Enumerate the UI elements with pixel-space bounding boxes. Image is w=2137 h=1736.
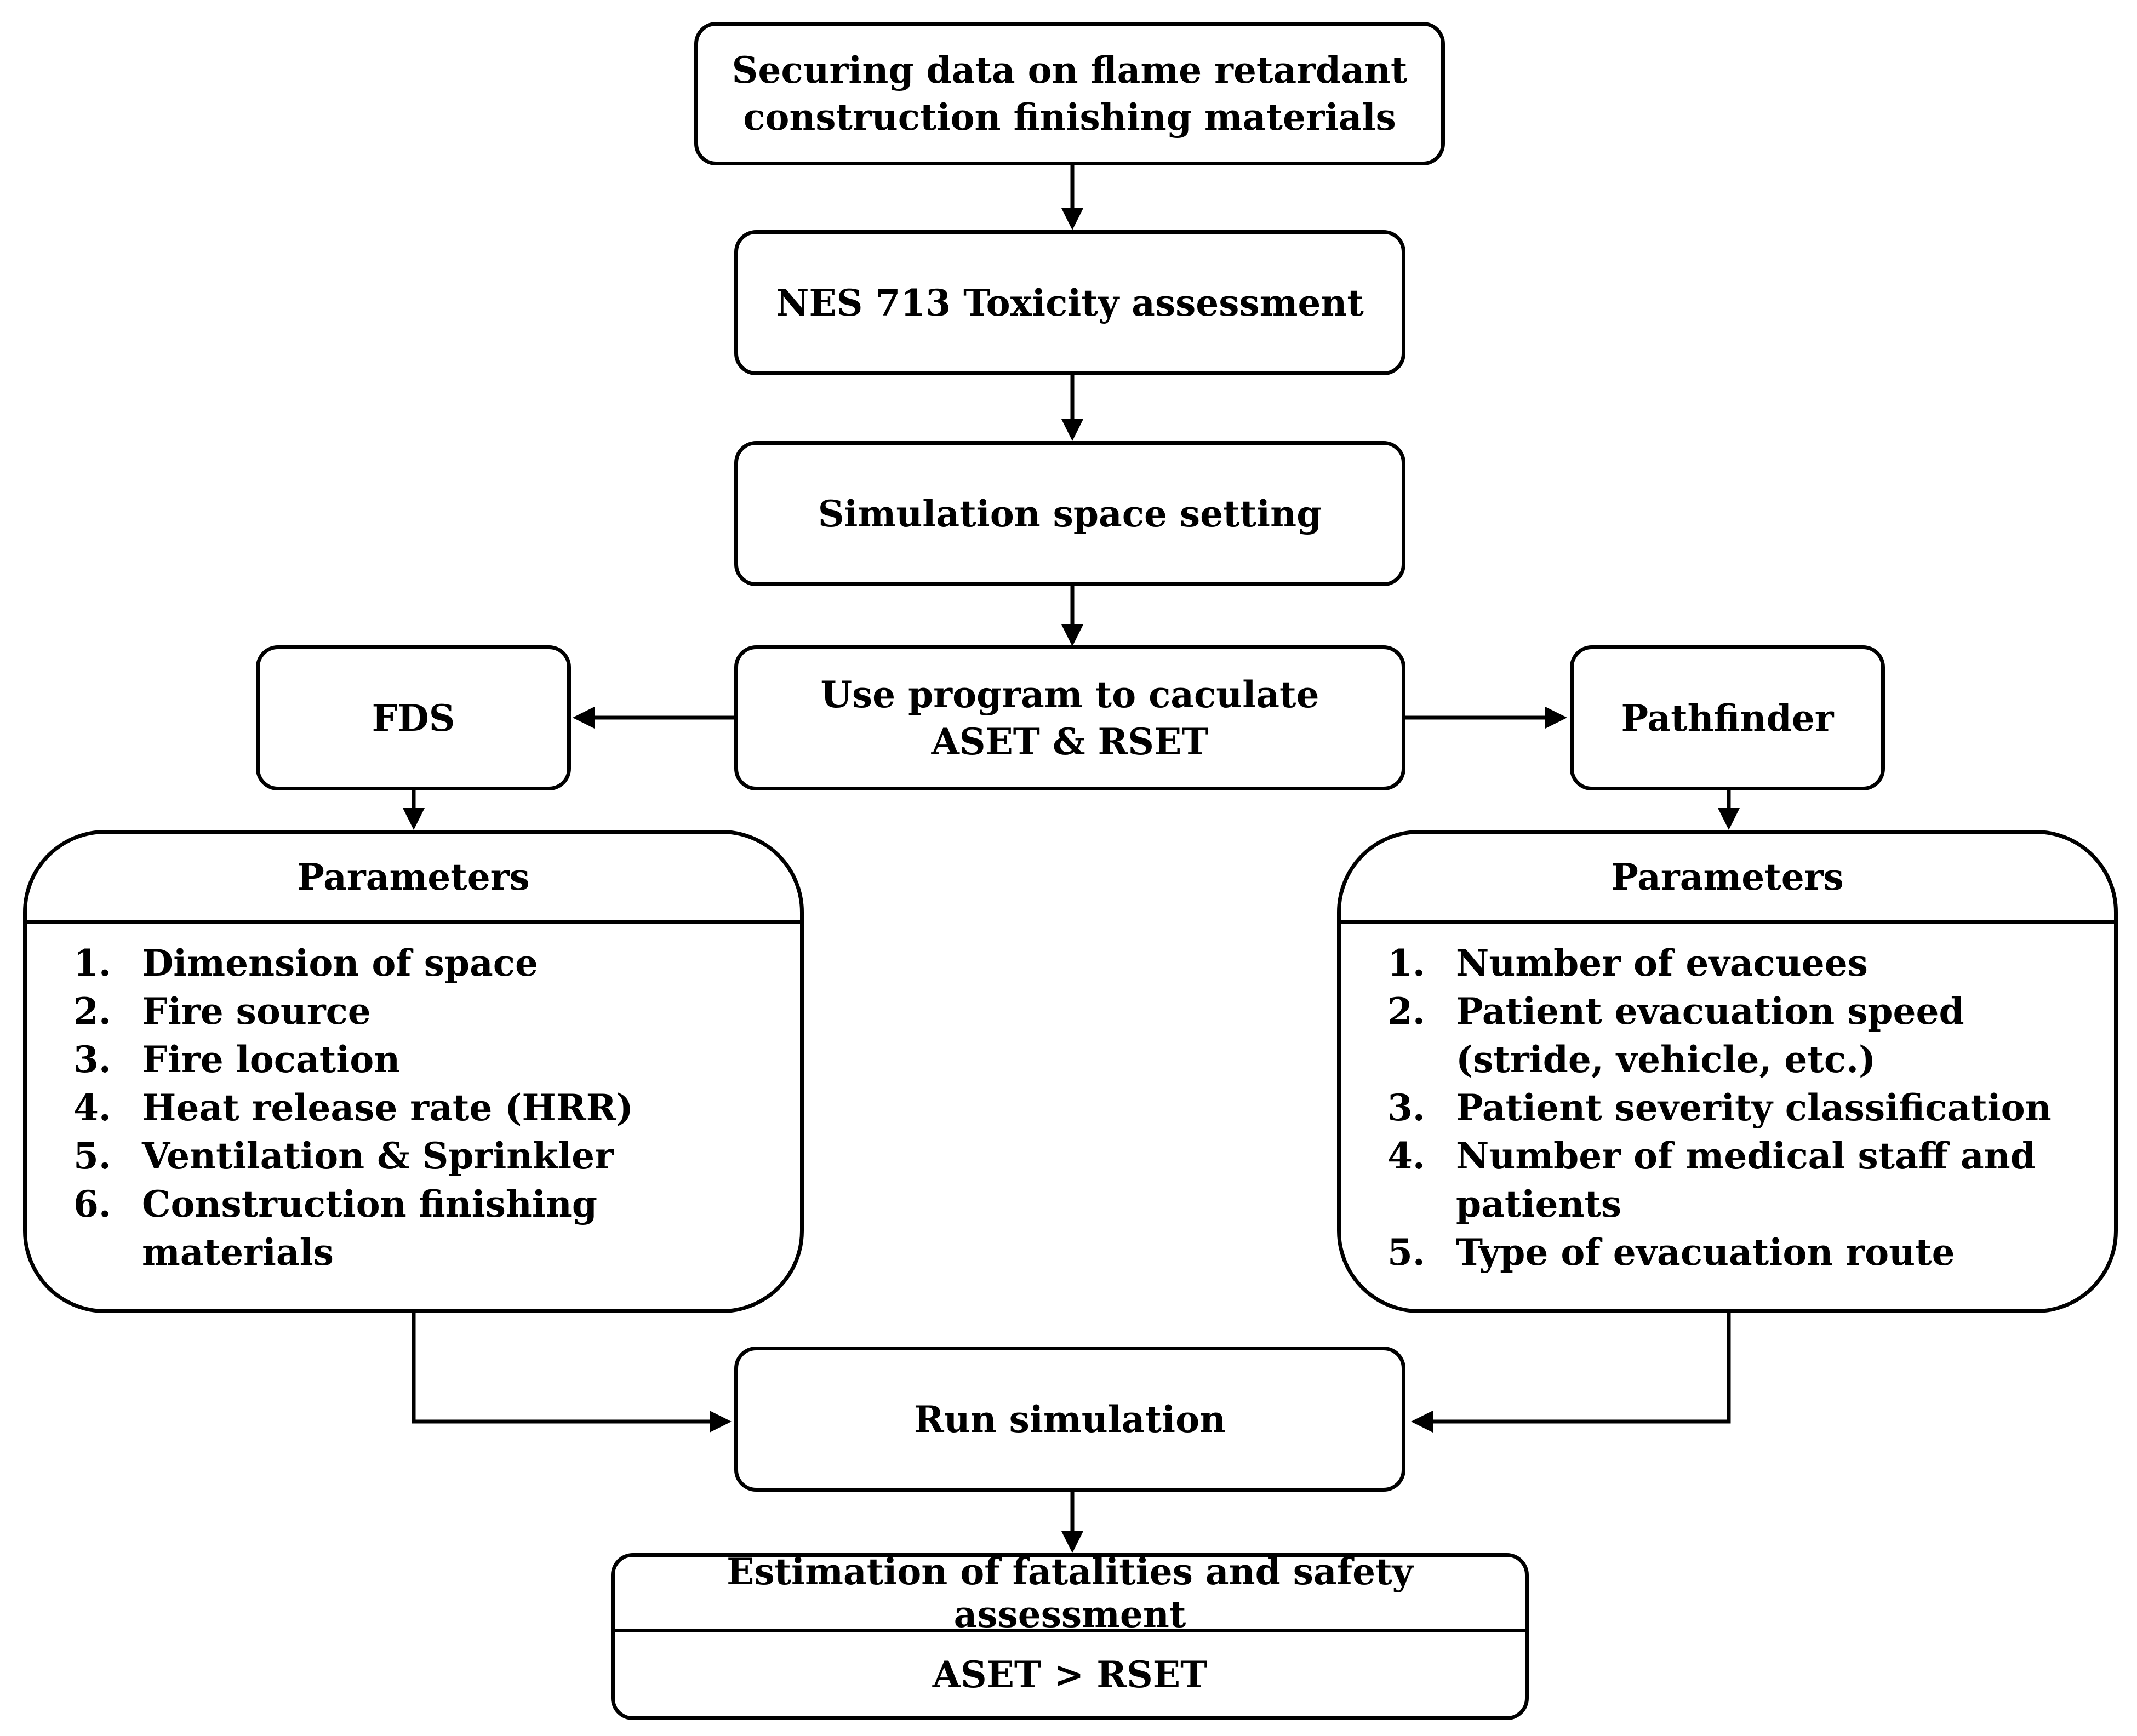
arrowhead-program [1061,624,1083,646]
list-item: 3.Fire location [73,1038,401,1081]
list-item: 6.Construction finishing materials [73,1183,598,1274]
pathfinder-parameters-box: Parameters 1.Number of evacuees 2.Patien… [1337,830,2118,1313]
arrowhead-estimation [1061,1531,1083,1553]
arrowhead-path-params [1718,808,1740,830]
use-program-line2: ASET & RSET [931,720,1209,763]
pathfinder-label: Pathfinder [1621,696,1834,740]
securing-data-box: Securing data on flame retardant constru… [694,22,1445,165]
arrow-fds-params-to-run [412,1312,712,1424]
arrowhead-fds [573,707,595,729]
list-item: 1.Number of evacuees [1387,942,1868,984]
list-item: 4.Heat release rate (HRR) [73,1086,633,1129]
use-program-line1: Use program to caculate [820,673,1319,716]
criterion-label: ASET > RSET [932,1653,1208,1696]
list-item: 5.Ventilation & Sprinkler [73,1135,614,1177]
simulation-space-box: Simulation space setting [734,441,1405,586]
arrowhead-pathfinder [1545,707,1567,729]
arrowhead-space [1061,419,1083,441]
list-item: 4.Number of medical staff and patients [1387,1135,2036,1225]
list-item: 2.Fire source [73,990,371,1033]
securing-data-label: Securing data on flame retardant constru… [732,49,1408,139]
pathfinder-box: Pathfinder [1570,645,1885,790]
estimation-label: Estimation of fatalities and safety asse… [615,1550,1525,1636]
fds-label: FDS [372,696,455,740]
arrowheads [403,208,1740,1553]
list-item: 5.Type of evacuation route [1387,1231,1955,1274]
arrowhead-fds-params [403,808,425,830]
simulation-space-label: Simulation space setting [818,492,1322,535]
fds-parameters-title: Parameters [27,834,800,924]
fds-box: FDS [256,645,571,790]
pathfinder-parameters-title: Parameters [1341,834,2114,924]
nes713-box: NES 713 Toxicity assessment [734,230,1405,375]
estimation-box: Estimation of fatalities and safety asse… [611,1550,1529,1720]
list-item: 1.Dimension of space [73,942,538,984]
arrowhead-nes [1061,208,1083,230]
fds-parameters-box: Parameters 1.Dimension of space 2.Fire s… [23,830,804,1313]
list-item: 3.Patient severity classification [1387,1086,2052,1129]
list-item: 2.Patient evacuation speed (stride, vehi… [1387,990,1964,1081]
arrow-path-params-to-run [1430,1312,1731,1424]
arrowhead-run-right [1411,1411,1433,1433]
fds-parameters-list: 1.Dimension of space 2.Fire source 3.Fir… [73,939,784,1276]
pathfinder-parameters-list: 1.Number of evacuees 2.Patient evacuatio… [1387,939,2098,1276]
use-program-box: Use program to caculate ASET & RSET [734,645,1405,790]
arrowhead-run-left [710,1411,732,1433]
nes713-label: NES 713 Toxicity assessment [776,281,1364,324]
run-simulation-label: Run simulation [913,1397,1226,1441]
run-simulation-box: Run simulation [734,1347,1405,1492]
